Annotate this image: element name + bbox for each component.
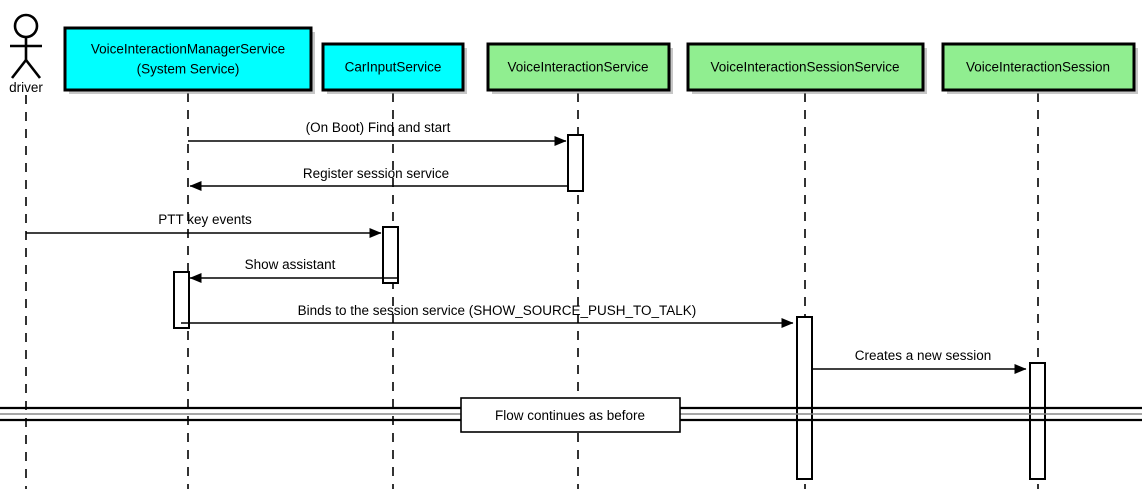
actor-leg-left-icon	[10, 59, 28, 79]
divider-label: Flow continues as before	[495, 408, 645, 423]
message-register-session-service[interactable]: Register session service	[189, 166, 568, 191]
divider-label-box	[460, 397, 681, 433]
message-on-boot-find-and-start[interactable]: (On Boot) Find and start	[188, 120, 567, 146]
participant-label-line1: VoiceInteractionService	[507, 60, 648, 75]
participant-box-carinputservice[interactable]: CarInputService	[321, 42, 467, 94]
messages-group: (On Boot) Find and start Register sessio…	[26, 120, 1027, 374]
message-binds-to-the-session-service[interactable]: Binds to the session service (SHOW_SOURC…	[181, 303, 794, 328]
actor-driver[interactable]: driver	[9, 13, 43, 95]
participant-label-line1: CarInputService	[345, 60, 442, 75]
participant-label-line1: VoiceInteractionSession	[966, 60, 1110, 75]
actor-label-driver: driver	[9, 80, 43, 95]
participant-label-line1: VoiceInteractionSessionService	[710, 60, 899, 75]
activation-bar-voiceinteractionsessionservice	[796, 316, 813, 480]
participant-rect	[321, 42, 465, 92]
participant-box-voiceinteractionsessionservice[interactable]: VoiceInteractionSessionService	[686, 42, 927, 94]
participant-boxes-group: VoiceInteractionManagerService (System S…	[63, 26, 1138, 94]
participant-rect	[686, 42, 925, 92]
divider-flow-continues-as-before[interactable]: Flow continues as before	[0, 397, 1142, 433]
participant-rect	[63, 26, 313, 92]
actor-head-icon	[13, 13, 39, 39]
participant-rect	[941, 42, 1136, 92]
participant-box-voiceinteractionmanagerservice[interactable]: VoiceInteractionManagerService (System S…	[63, 26, 315, 94]
participant-label-line1: VoiceInteractionManagerService	[91, 42, 285, 57]
message-label: Register session service	[303, 166, 449, 181]
participant-box-voiceinteractionsession[interactable]: VoiceInteractionSession	[941, 42, 1138, 94]
message-label: Show assistant	[245, 257, 336, 272]
message-label: PTT key events	[158, 212, 252, 227]
actor-leg-right-icon	[24, 59, 42, 79]
participant-label-line2: (System Service)	[137, 62, 240, 77]
message-show-assistant[interactable]: Show assistant	[189, 257, 398, 283]
activation-bar-voiceinteractionservice	[567, 134, 584, 192]
activation-bar-carinputservice	[382, 226, 399, 284]
message-label: Creates a new session	[855, 348, 992, 363]
message-label: Binds to the session service (SHOW_SOURC…	[298, 303, 697, 318]
participant-rect	[486, 42, 671, 92]
participant-box-voiceinteractionservice[interactable]: VoiceInteractionService	[486, 42, 673, 94]
message-creates-a-new-session[interactable]: Creates a new session	[812, 348, 1027, 374]
activation-bar-voiceinteractionmanagerservice	[173, 271, 190, 329]
message-ptt-key-events[interactable]: PTT key events	[26, 212, 382, 238]
message-label: (On Boot) Find and start	[306, 120, 451, 135]
